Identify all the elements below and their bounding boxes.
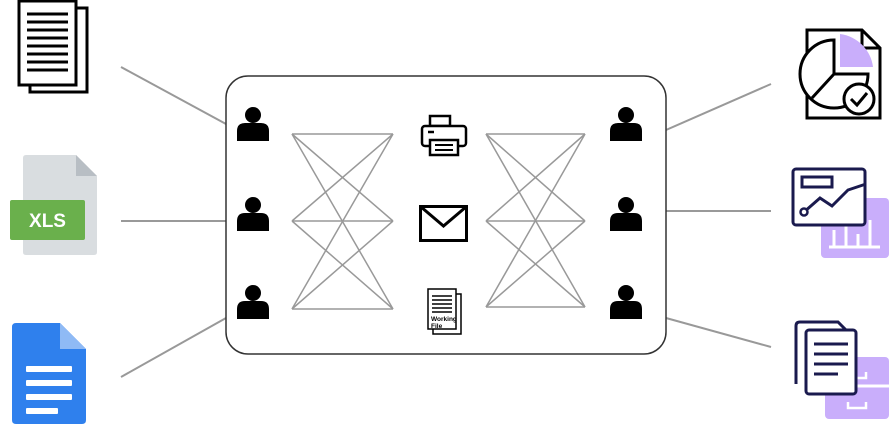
connector-lines bbox=[120, 66, 772, 378]
central-container bbox=[225, 75, 667, 355]
xls-file-icon: XLS bbox=[10, 155, 97, 255]
document-archive-icon bbox=[794, 320, 889, 419]
right-mesh-network bbox=[485, 133, 586, 308]
connector-left-bottom bbox=[120, 317, 227, 378]
google-doc-icon bbox=[12, 323, 86, 424]
printer-icon bbox=[420, 114, 468, 157]
analytics-dashboard-icon bbox=[791, 167, 889, 258]
pie-chart-report-icon bbox=[798, 28, 882, 120]
working-file-label-1: Working bbox=[431, 316, 457, 323]
working-file-icon: Working File bbox=[427, 288, 462, 335]
text-document-icon bbox=[17, 0, 89, 94]
connector-left-top bbox=[120, 66, 227, 125]
xls-label: XLS bbox=[29, 211, 66, 232]
connector-right-top bbox=[665, 83, 772, 131]
left-mesh-network bbox=[291, 133, 394, 310]
working-file-label-2: File bbox=[431, 323, 443, 330]
envelope-icon bbox=[419, 205, 468, 242]
connector-right-bottom bbox=[665, 317, 772, 348]
